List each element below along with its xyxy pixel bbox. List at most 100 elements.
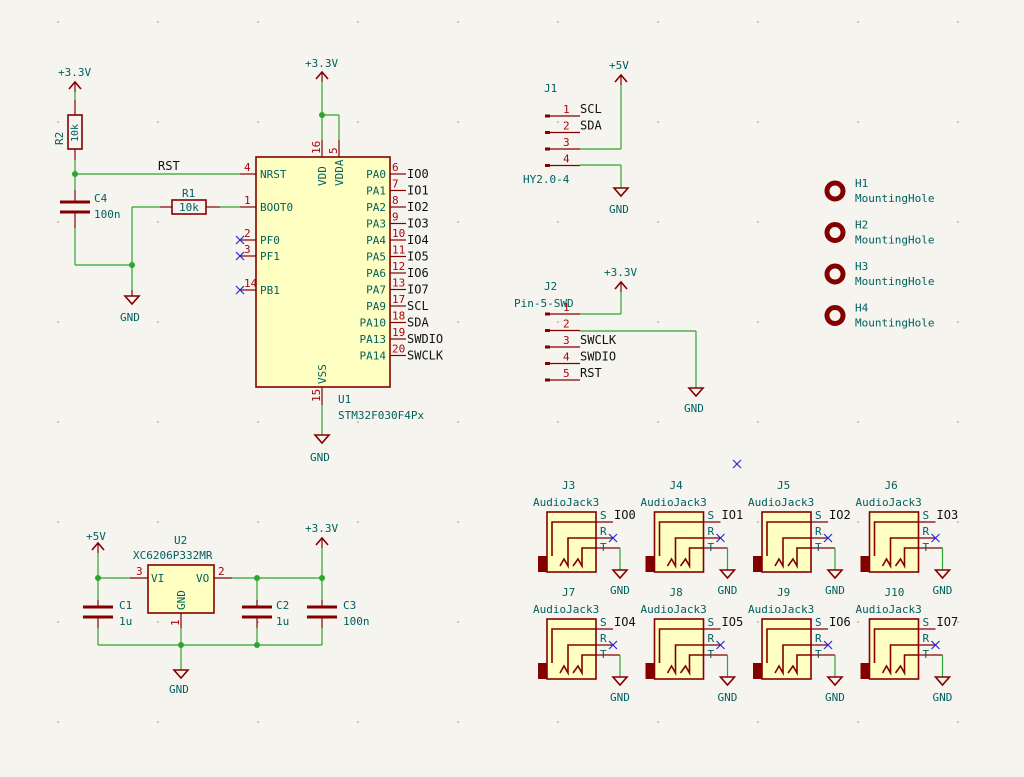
capacitor-c2[interactable]: C2 1u [242,599,289,628]
net-label: RST [580,366,602,380]
svg-text:S: S [923,509,930,522]
grid-dot [57,321,59,323]
j1-pin-4[interactable]: 4 [545,153,580,168]
svg-text:GND: GND [825,584,845,597]
grid-dot [957,221,959,223]
regulator-u2[interactable]: 3 VI 2 VO 1 GND U2 XC6206P332MR [130,534,232,628]
power-gnd-u1: GND [310,434,331,464]
svg-text:T: T [923,648,930,661]
j2-pin-2[interactable]: 2 [545,318,580,333]
svg-text:J8: J8 [670,586,683,599]
resistor-r1[interactable]: R1 10k [160,187,220,215]
grid-dot [757,21,759,23]
no-connect-marker [608,640,618,650]
svg-text:17: 17 [392,293,405,306]
svg-text:NRST: NRST [260,168,287,181]
svg-text:VO: VO [196,572,209,585]
svg-text:PF0: PF0 [260,234,280,247]
svg-text:GND: GND [120,311,140,324]
svg-text:R: R [708,525,715,538]
resistor-r2[interactable]: R2 10k [53,100,83,160]
junction [178,642,184,648]
svg-text:GND: GND [933,584,953,597]
j2-pin-1[interactable]: 1 [545,301,580,316]
svg-text:R2: R2 [53,132,66,145]
svg-text:PA5: PA5 [366,251,386,264]
svg-text:R: R [600,525,607,538]
svg-text:R: R [815,632,822,645]
svg-text:+3.3V: +3.3V [604,266,637,279]
svg-text:PA13: PA13 [360,333,387,346]
grid-dot [257,21,259,23]
net-label: IO5 [722,615,744,629]
no-connect-marker [716,640,725,650]
svg-text:1: 1 [563,103,570,116]
grid-dot [457,221,459,223]
grid-dot [757,121,759,123]
svg-text:C3: C3 [343,599,356,612]
svg-text:GND: GND [610,691,630,704]
power-gnd-j2: GND [684,387,705,415]
no-connect-marker [716,533,725,543]
grid-dot [157,421,159,423]
power-3v3-r2: +3.3V [58,66,91,92]
j1-pin-3[interactable]: 3 [545,136,580,151]
svg-text:GND: GND [610,584,630,597]
svg-text:12: 12 [392,260,405,273]
svg-text:+5V: +5V [609,59,629,72]
grid-dot [657,721,659,723]
svg-text:MountingHole: MountingHole [855,275,934,288]
capacitor-c4[interactable]: C4 100n [60,190,121,228]
svg-text:100n: 100n [94,208,121,221]
capacitor-c3[interactable]: C3 100n [307,599,370,628]
grid-dot [957,721,959,723]
capacitor-c1[interactable]: C1 1u [83,599,132,628]
svg-text:AudioJack3: AudioJack3 [856,496,922,509]
junction [254,642,260,648]
no-connect-marker [235,235,245,245]
ic-u1-stm32[interactable]: U1 STM32F030F4Px 4NRST1BOOT02PF03PF114PB… [235,140,444,422]
svg-text:J7: J7 [562,586,575,599]
svg-text:4: 4 [244,161,251,174]
svg-text:PA9: PA9 [366,300,386,313]
